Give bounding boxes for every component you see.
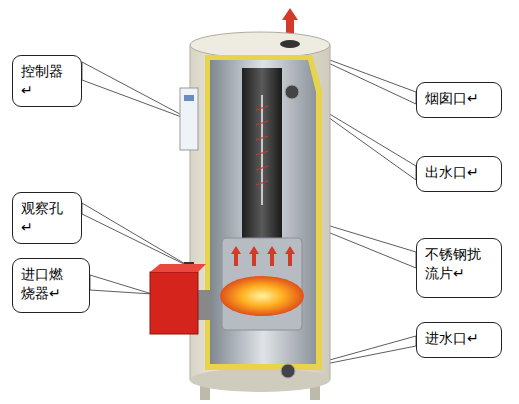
burner <box>150 272 198 334</box>
callout-box: 控制器↵ <box>12 55 82 107</box>
turbulator-ticks <box>256 106 268 185</box>
heat-arrows <box>231 246 295 266</box>
flame <box>220 276 304 316</box>
callout-text: 控制器↵ <box>21 62 73 100</box>
controller-display <box>184 95 194 101</box>
controller <box>180 88 198 150</box>
callout-text: 观察孔↵ <box>21 199 73 237</box>
callout-box: 烟囱口↵ <box>416 82 502 118</box>
leader-lines <box>82 46 416 371</box>
tank-shell <box>190 45 330 380</box>
chimney-port <box>280 40 300 48</box>
callout-text: 进口燃 烧器↵ <box>21 265 81 303</box>
callout-box: 进口燃 烧器↵ <box>12 258 90 313</box>
flue-tube <box>242 68 282 240</box>
callout-text: 烟囱口↵ <box>425 89 493 108</box>
water-space <box>210 60 316 364</box>
tank-bottom <box>190 368 330 392</box>
callout-text: 出水口↵ <box>425 163 493 182</box>
callout-box: 进水口↵ <box>416 322 502 358</box>
callout-box: 出水口↵ <box>416 156 502 192</box>
insulation <box>205 55 322 370</box>
callout-box: 不锈钢扰 流片↵ <box>416 238 502 298</box>
outlet-port <box>285 85 299 99</box>
callout-text: 不锈钢扰 流片↵ <box>425 245 493 283</box>
callout-text: 进水口↵ <box>425 329 493 348</box>
callout-box: 观察孔↵ <box>12 192 82 244</box>
turbulator <box>261 95 263 205</box>
tank-top <box>190 32 330 58</box>
burner-top <box>150 264 206 272</box>
inlet-port <box>281 364 295 378</box>
